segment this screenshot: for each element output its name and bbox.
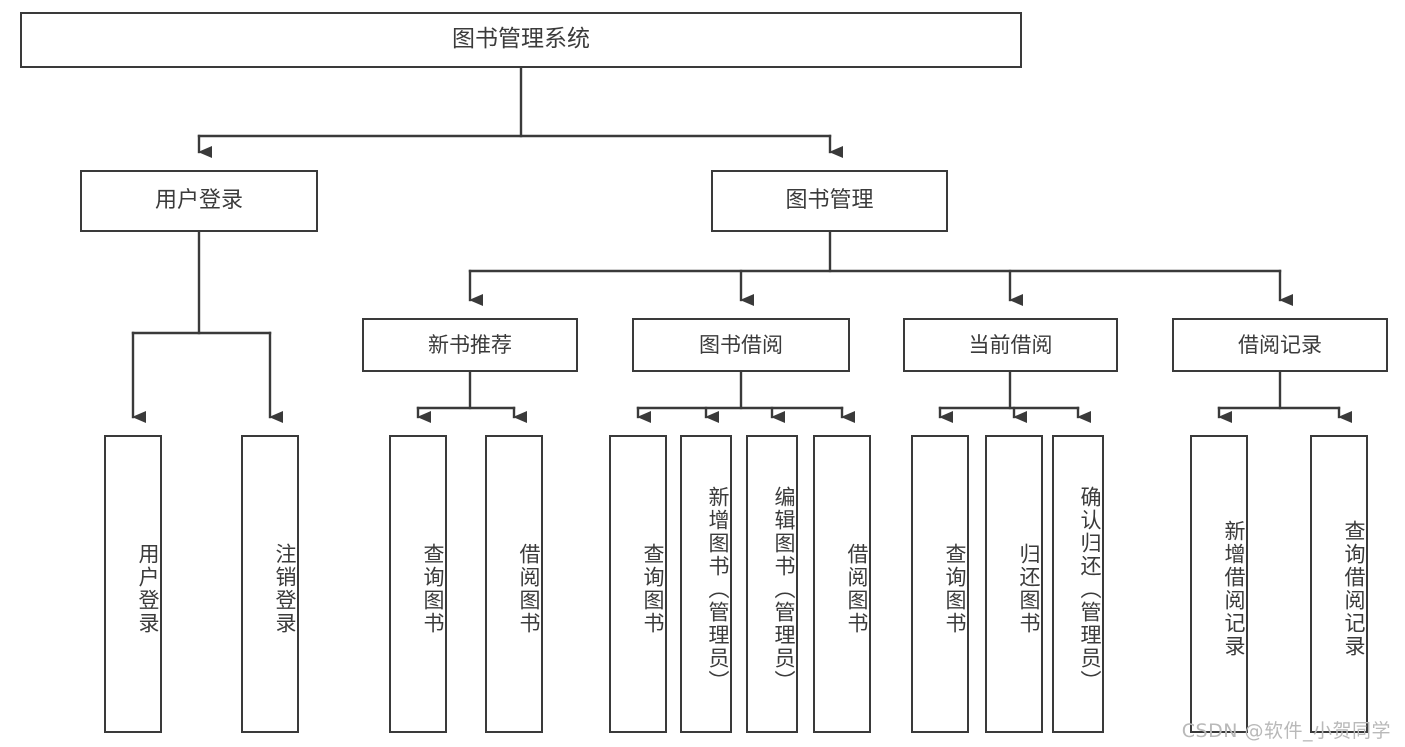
node-label: 新书推荐 [428, 332, 512, 357]
node-current-borrow[interactable]: 当前借阅 [903, 318, 1118, 372]
watermark-text: CSDN @软件_小贺同学 [1181, 720, 1391, 742]
node-leaf-user-logout[interactable]: 注销登录 [241, 435, 299, 733]
node-leaf-borrow-book-2[interactable]: 借阅图书 [813, 435, 871, 733]
node-label: 图书借阅 [699, 332, 783, 357]
node-leaf-query-book-1[interactable]: 查询图书 [389, 435, 447, 733]
node-book-manage[interactable]: 图书管理 [711, 170, 948, 232]
node-label: 图书管理 [785, 188, 874, 214]
node-leaf-borrow-book-1[interactable]: 借阅图书 [485, 435, 543, 733]
node-label: 查询图书 [421, 543, 445, 635]
node-label: 用户登录 [154, 188, 243, 214]
node-borrow-record[interactable]: 借阅记录 [1172, 318, 1388, 372]
node-label: 新增借阅记录 [1222, 520, 1246, 658]
node-leaf-query-book-2[interactable]: 查询图书 [609, 435, 667, 733]
node-label: 查询图书 [943, 543, 967, 635]
node-label: 用户登录 [136, 543, 160, 635]
node-leaf-add-borrow-record[interactable]: 新增借阅记录 [1190, 435, 1248, 733]
node-label: 借阅图书 [845, 543, 869, 635]
node-label: 借阅图书 [517, 543, 541, 635]
node-leaf-user-login[interactable]: 用户登录 [104, 435, 162, 733]
node-leaf-return-book[interactable]: 归还图书 [985, 435, 1043, 733]
node-label: 归还图书 [1017, 543, 1041, 635]
node-leaf-query-borrow-record[interactable]: 查询借阅记录 [1310, 435, 1368, 733]
node-label: 注销登录 [273, 543, 297, 635]
node-label: 当前借阅 [968, 332, 1053, 357]
node-label: 确认归还（管理员） [1078, 485, 1102, 693]
node-label: 编辑图书（管理员） [772, 485, 796, 693]
node-new-book-recommend[interactable]: 新书推荐 [362, 318, 578, 372]
node-leaf-confirm-return-admin[interactable]: 确认归还（管理员） [1052, 435, 1104, 733]
node-leaf-add-book-admin[interactable]: 新增图书（管理员） [680, 435, 732, 733]
node-label: 查询图书 [641, 543, 665, 635]
node-label: 查询借阅记录 [1342, 520, 1366, 658]
node-leaf-edit-book-admin[interactable]: 编辑图书（管理员） [746, 435, 798, 733]
node-user-login[interactable]: 用户登录 [80, 170, 318, 232]
node-label: 图书管理系统 [452, 26, 590, 53]
node-label: 借阅记录 [1238, 332, 1322, 357]
node-label: 新增图书（管理员） [706, 485, 730, 693]
node-root-system[interactable]: 图书管理系统 [20, 12, 1022, 68]
node-leaf-query-book-3[interactable]: 查询图书 [911, 435, 969, 733]
node-book-borrow[interactable]: 图书借阅 [632, 318, 850, 372]
